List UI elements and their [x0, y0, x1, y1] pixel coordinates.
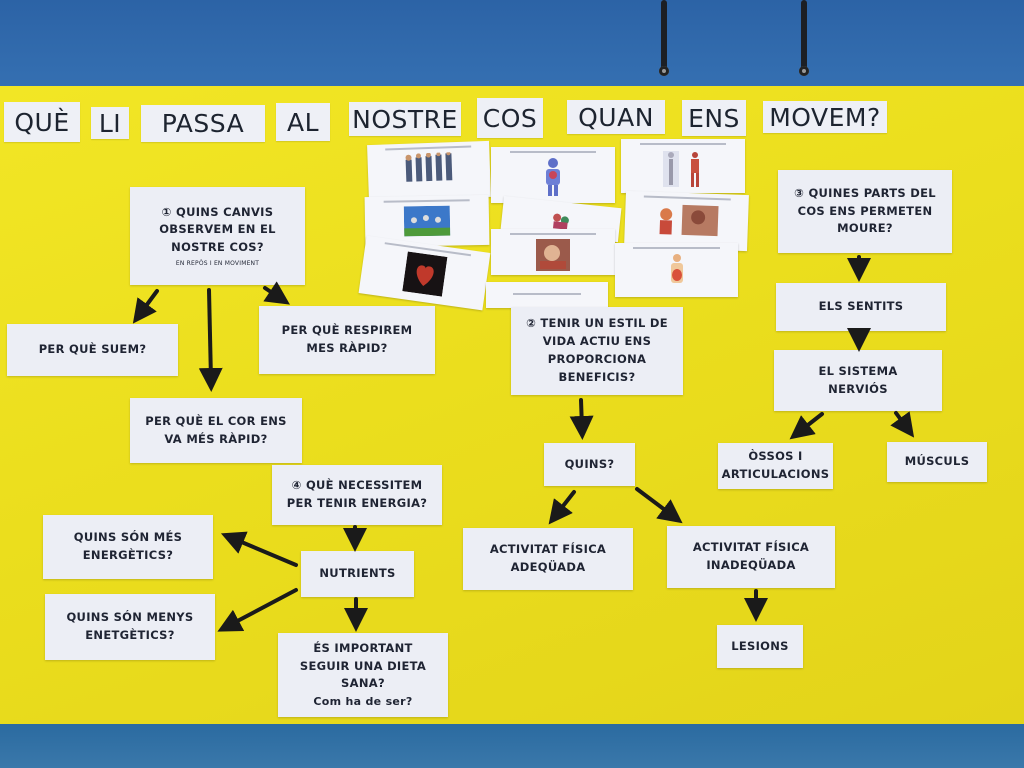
digestive-system-icon — [670, 254, 683, 283]
question-4-card: ④ QUÈ NECESSITEM PER TENIR ENERGIA? — [272, 465, 442, 525]
card-text: ADEQÜADA — [510, 560, 586, 574]
question-text: ③ QUINES PARTS DEL — [794, 185, 936, 200]
card-text: PER QUÈ RESPIREM — [281, 323, 413, 338]
card-text: ÉS IMPORTANT — [313, 640, 413, 655]
question-2-card: ② TENIR UN ESTIL DE VIDA ACTIU ENS PROPO… — [511, 307, 683, 395]
cable — [799, 0, 809, 76]
card-text: EL SISTEMA — [818, 363, 898, 378]
which-card: QUINS? — [544, 443, 635, 486]
image-card-senses — [624, 190, 749, 252]
title-word: COS — [477, 98, 543, 138]
card-text: INADEQÜADA — [706, 558, 796, 572]
cable — [659, 0, 669, 76]
title-word: QUÈ — [4, 102, 80, 142]
title-word: ENS — [682, 100, 746, 136]
card-text: ELS SENTITS — [818, 299, 904, 314]
sweat-card: PER QUÈ SUEM? — [7, 324, 178, 376]
card-text: QUINS SÓN MÉS — [73, 530, 183, 545]
question-text: VIDA ACTIU ENS — [542, 334, 652, 349]
wall-top — [0, 0, 1024, 90]
caption-line — [633, 247, 720, 249]
question-text: COS ENS PERMETEN — [797, 203, 933, 218]
question-text: ④ QUÈ NECESSITEM — [291, 478, 423, 493]
title-word: MOVEM? — [763, 101, 887, 133]
question-text: PER TENIR ENERGIA? — [286, 496, 428, 510]
question-3-card: ③ QUINES PARTS DEL COS ENS PERMETEN MOUR… — [778, 170, 952, 253]
card-text: ACTIVITAT FÍSICA — [489, 542, 607, 557]
wall-bottom — [0, 722, 1024, 768]
more-energetic-card: QUINS SÓN MÉS ENERGÈTICS? — [43, 515, 213, 579]
breath-card: PER QUÈ RESPIREM MES RÀPID? — [259, 306, 435, 374]
question-text: NOSTRE COS? — [171, 240, 264, 255]
title-word: QUAN — [567, 100, 665, 134]
card-subtext: Com ha de ser? — [313, 695, 413, 709]
title-word: LI — [91, 107, 129, 139]
caption-line — [509, 151, 597, 153]
adequate-activity-card: ACTIVITAT FÍSICA ADEQÜADA — [463, 528, 633, 590]
card-text: ACTIVITAT FÍSICA — [692, 540, 810, 555]
body-figure-icon — [546, 158, 560, 196]
caption-line — [383, 199, 471, 203]
senses-card: ELS SENTITS — [776, 283, 946, 331]
image-card-playing — [500, 195, 622, 243]
inadequate-activity-card: ACTIVITAT FÍSICA INADEQÜADA — [667, 526, 835, 588]
card-text: SEGUIR UNA DIETA — [299, 658, 427, 673]
nutrients-card: NUTRIENTS — [301, 551, 414, 597]
caption-line — [513, 293, 581, 295]
kids-playing-icon — [552, 213, 569, 230]
children-row-icon — [405, 152, 453, 182]
image-card-digestive — [615, 243, 738, 297]
question-text: MOURE? — [837, 221, 893, 236]
card-text: MES RÀPID? — [306, 341, 388, 355]
title-word: NOSTRE — [349, 102, 461, 136]
child-sleeping-photo — [536, 239, 570, 271]
question-text: BENEFICIS? — [558, 369, 636, 384]
image-card-organs — [491, 147, 615, 203]
bones-card: ÒSSOS I ARTICULACIONS — [718, 443, 833, 489]
healthy-diet-card: ÉS IMPORTANT SEGUIR UNA DIETA SANA? Com … — [278, 633, 448, 717]
injuries-card: LESIONS — [717, 625, 803, 668]
card-text: NERVIÓS — [828, 381, 888, 396]
less-energetic-card: QUINS SÓN MENYS ENETGÈTICS? — [45, 594, 215, 660]
image-card-children — [367, 140, 491, 202]
question-text: ① QUINS CANVIS — [161, 204, 274, 219]
card-text: PER QUÈ EL COR ENS — [145, 413, 287, 428]
caption-line — [639, 143, 727, 145]
image-card-sleeping — [491, 229, 615, 275]
senses-photo — [659, 204, 719, 237]
card-text: PER QUÈ SUEM? — [38, 342, 147, 357]
title-word: PASSA — [141, 105, 265, 142]
caption-line — [509, 233, 597, 235]
kids-exercising-photo — [403, 205, 451, 237]
card-text: SANA? — [341, 676, 385, 691]
muscles-card: MÚSCULS — [887, 442, 987, 482]
question-1-card: ① QUINS CANVIS OBSERVEM EN EL NOSTRE COS… — [130, 187, 305, 285]
image-card-exercise — [364, 194, 490, 248]
image-card-text-only — [486, 282, 608, 308]
question-text: ② TENIR UN ESTIL DE — [526, 316, 668, 331]
question-text: PROPORCIONA — [547, 352, 647, 366]
card-text: ÒSSOS I — [748, 449, 803, 464]
card-text: QUINS? — [564, 456, 615, 471]
caption-line — [644, 195, 731, 201]
card-text: ENERGÈTICS? — [82, 548, 174, 562]
nervous-system-card: EL SISTEMA NERVIÓS — [774, 350, 942, 411]
skeleton-muscles-icon — [663, 151, 699, 187]
question-subtitle: EN REPÒS I EN MOVIMENT — [175, 260, 260, 268]
title-word: AL — [276, 103, 330, 141]
card-text: ARTICULACIONS — [721, 467, 830, 481]
question-text: OBSERVEM EN EL — [159, 222, 276, 237]
heart-card: PER QUÈ EL COR ENS VA MÉS RÀPID? — [130, 398, 302, 463]
card-text: NUTRIENTS — [319, 566, 396, 581]
card-text: LESIONS — [731, 638, 789, 653]
caption-line — [385, 145, 471, 151]
card-text: VA MÉS RÀPID? — [164, 431, 268, 446]
card-text: ENETGÈTICS? — [85, 628, 175, 642]
card-text: QUINS SÓN MENYS — [66, 610, 194, 625]
image-card-heart — [358, 235, 491, 311]
card-text: MÚSCULS — [904, 454, 970, 469]
image-card-skeleton — [621, 139, 745, 193]
heart-photo — [401, 251, 447, 297]
